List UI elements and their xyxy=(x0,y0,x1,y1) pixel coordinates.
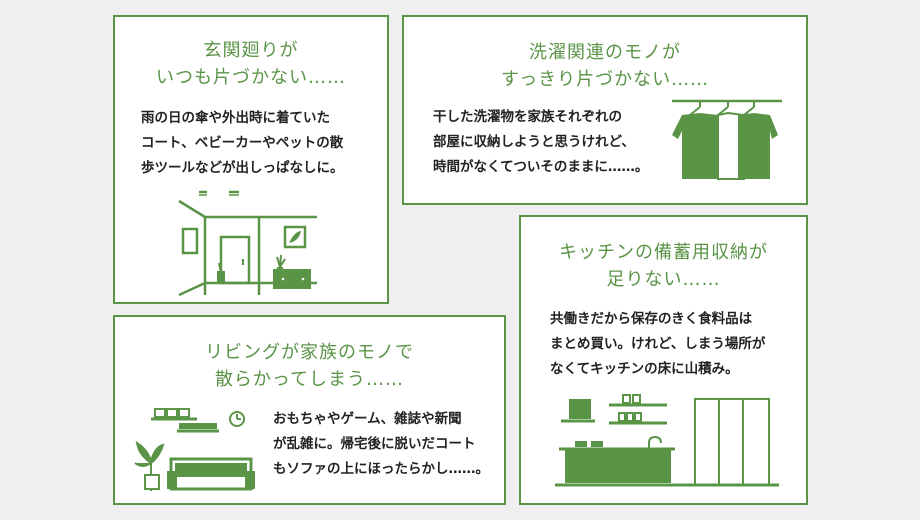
kitchen-icon xyxy=(555,394,779,487)
body-line: 部屋に収納しようと思うけれど、 xyxy=(433,134,635,150)
card-living-room: リビングが家族のモノで 散らかってしまう…… おもちゃやゲーム、雑誌や新聞 が乱… xyxy=(113,315,506,505)
body-line: 共働きだから保存のきく食料品は xyxy=(550,311,753,327)
card-body: 雨の日の傘や外出時に着ていた コート、ベビーカーやペットの散 歩ツールなどが出し… xyxy=(141,106,344,181)
card-title: リビングが家族のモノで 散らかってしまう…… xyxy=(115,339,504,393)
living-room-icon xyxy=(134,408,255,491)
title-line: 玄関廻りが xyxy=(203,40,299,61)
card-body: 共働きだから保存のきく食料品は まとめ買い。けれど、しまう場所が なくてキッチン… xyxy=(550,307,765,382)
title-line: 足りない…… xyxy=(606,269,721,290)
card-body: 干した洗濯物を家族それぞれの 部屋に収納しようと思うけれど、 時間がなくてついそ… xyxy=(433,105,648,180)
title-line: キッチンの備蓄用収納が xyxy=(559,242,768,263)
body-line: おもちゃやゲーム、雑誌や新聞 xyxy=(273,411,462,427)
body-line: もソファの上にほったらかし……。 xyxy=(273,461,489,477)
card-entrance: 玄関廻りが いつも片づかない…… 雨の日の傘や外出時に着ていた コート、ベビーカ… xyxy=(113,15,389,304)
entrance-icon xyxy=(178,190,317,297)
card-title: キッチンの備蓄用収納が 足りない…… xyxy=(521,239,806,293)
title-line: すっきり片づかない…… xyxy=(500,69,710,90)
body-line: 干した洗濯物を家族それぞれの xyxy=(433,109,622,125)
laundry-icon xyxy=(672,99,782,180)
title-line: リビングが家族のモノで xyxy=(205,342,414,363)
body-line: 時間がなくてついそのままに……。 xyxy=(433,159,649,175)
body-line: なくてキッチンの床に山積み。 xyxy=(550,361,739,377)
body-line: コート、ベビーカーやペットの散 xyxy=(141,135,344,151)
body-line: 雨の日の傘や外出時に着ていた xyxy=(141,110,330,126)
title-line: いつも片づかない…… xyxy=(156,67,346,88)
title-line: 散らかってしまう…… xyxy=(214,369,405,390)
body-line: 歩ツールなどが出しっぱなしに。 xyxy=(141,160,344,176)
card-body: おもちゃやゲーム、雑誌や新聞 が乱雑に。帰宅後に脱いだコート もソファの上にほっ… xyxy=(273,407,489,482)
card-laundry: 洗濯関連のモノが すっきり片づかない…… 干した洗濯物を家族それぞれの 部屋に収… xyxy=(402,15,808,205)
card-kitchen: キッチンの備蓄用収納が 足りない…… 共働きだから保存のきく食料品は まとめ買い… xyxy=(519,215,808,505)
body-line: まとめ買い。けれど、しまう場所が xyxy=(550,336,766,352)
body-line: が乱雑に。帰宅後に脱いだコート xyxy=(273,436,476,452)
title-line: 洗濯関連のモノが xyxy=(529,42,681,63)
card-title: 玄関廻りが いつも片づかない…… xyxy=(115,37,387,91)
card-title: 洗濯関連のモノが すっきり片づかない…… xyxy=(404,39,806,93)
